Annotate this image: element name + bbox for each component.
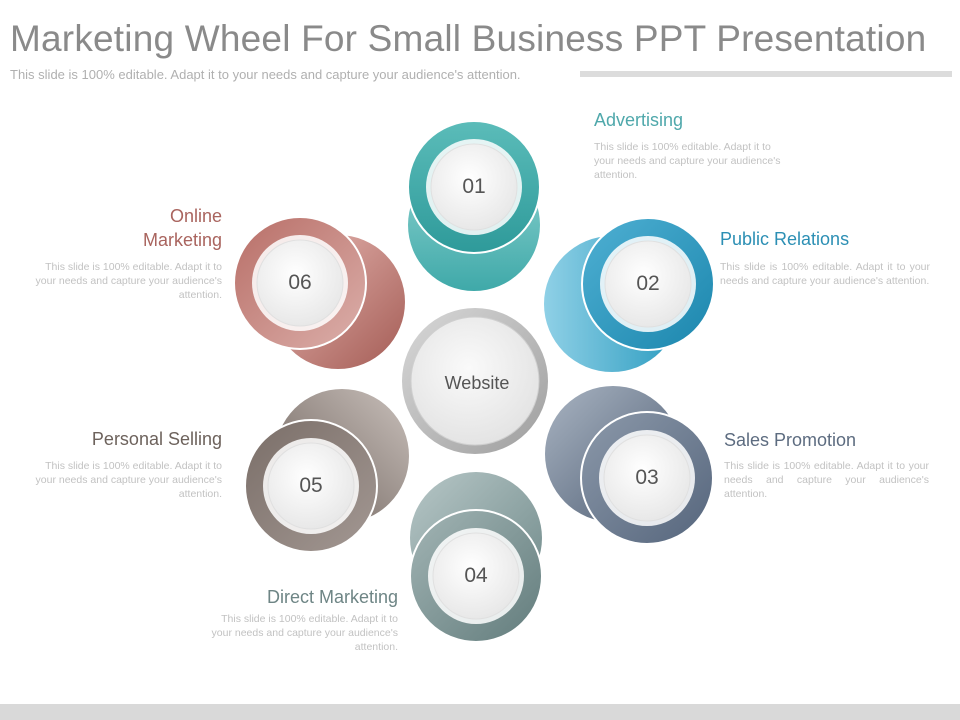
- footer-bar: [0, 704, 960, 720]
- node-title-public-relations: Public Relations: [720, 229, 850, 249]
- node-title-personal-selling: Personal Selling: [91, 429, 222, 449]
- node-number-05: 05: [299, 474, 323, 497]
- node-desc-personal-selling: This slide is 100% editable. Adapt it to…: [35, 460, 222, 500]
- slide-title: Marketing Wheel For Small Business PPT P…: [10, 18, 927, 59]
- node-title-online-marketing: Online Marketing: [142, 206, 222, 250]
- wheel-center-hub: [398, 304, 552, 458]
- node-desc-online-marketing: This slide is 100% editable. Adapt it to…: [35, 261, 222, 301]
- node-number-02: 02: [636, 272, 660, 295]
- node-desc-sales-promotion: This slide is 100% editable. Adapt it to…: [724, 460, 929, 500]
- node-desc-public-relations: This slide is 100% editable. Adapt it to…: [720, 261, 930, 287]
- node-desc-direct-marketing: This slide is 100% editable. Adapt it to…: [211, 613, 398, 653]
- node-number-03: 03: [635, 466, 659, 489]
- slide-subtitle: This slide is 100% editable. Adapt it to…: [10, 67, 521, 82]
- node-number-01: 01: [462, 175, 486, 198]
- node-number-06: 06: [288, 271, 312, 294]
- node-title-sales-promotion: Sales Promotion: [724, 430, 857, 450]
- center-label: Website: [444, 373, 510, 393]
- wheel-node-02: [544, 217, 715, 372]
- wheel-node-01: [407, 120, 541, 291]
- node-title-advertising: Advertising: [594, 110, 684, 130]
- node-number-04: 04: [464, 564, 488, 587]
- wheel-node-04: [409, 472, 543, 643]
- node-desc-advertising: This slide is 100% editable. Adapt it to…: [594, 141, 781, 181]
- wheel-node-06: [233, 216, 405, 369]
- title-divider: [580, 71, 952, 77]
- node-title-direct-marketing: Direct Marketing: [266, 587, 398, 607]
- wheel-node-03: [545, 386, 714, 545]
- wheel-node-05: [244, 389, 409, 553]
